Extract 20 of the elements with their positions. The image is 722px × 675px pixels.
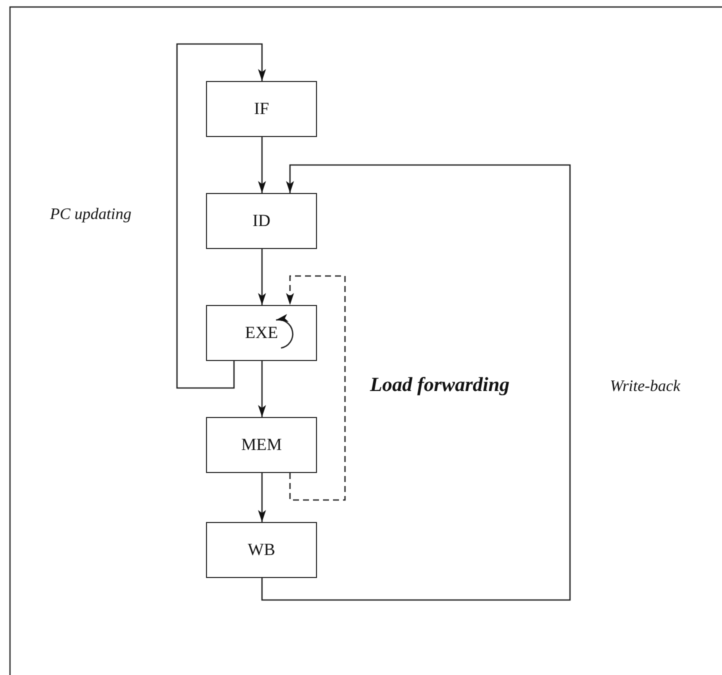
- stage-box: [206, 417, 317, 473]
- stage-box: [206, 193, 317, 249]
- arrow: [258, 361, 266, 417]
- stage-name: MEM: [241, 435, 282, 455]
- stage-name: ID: [252, 211, 270, 231]
- arrow: [258, 137, 266, 193]
- stage-name: EXE: [244, 323, 278, 343]
- feedback-arrow: [261, 164, 571, 601]
- arrow: [258, 249, 266, 305]
- stage-box: [206, 81, 317, 137]
- stage-box: [206, 522, 317, 578]
- edge-label: Load forwarding: [370, 374, 510, 397]
- feedback-arrow: [176, 43, 266, 389]
- stage-name: IF: [254, 99, 270, 119]
- loop-arrow: [276, 314, 294, 349]
- stage-box: [206, 305, 317, 361]
- edge-label: PC updating: [50, 206, 132, 224]
- stage-name: WB: [248, 540, 276, 560]
- arrow: [258, 473, 266, 522]
- feedback-arrow: [286, 275, 346, 501]
